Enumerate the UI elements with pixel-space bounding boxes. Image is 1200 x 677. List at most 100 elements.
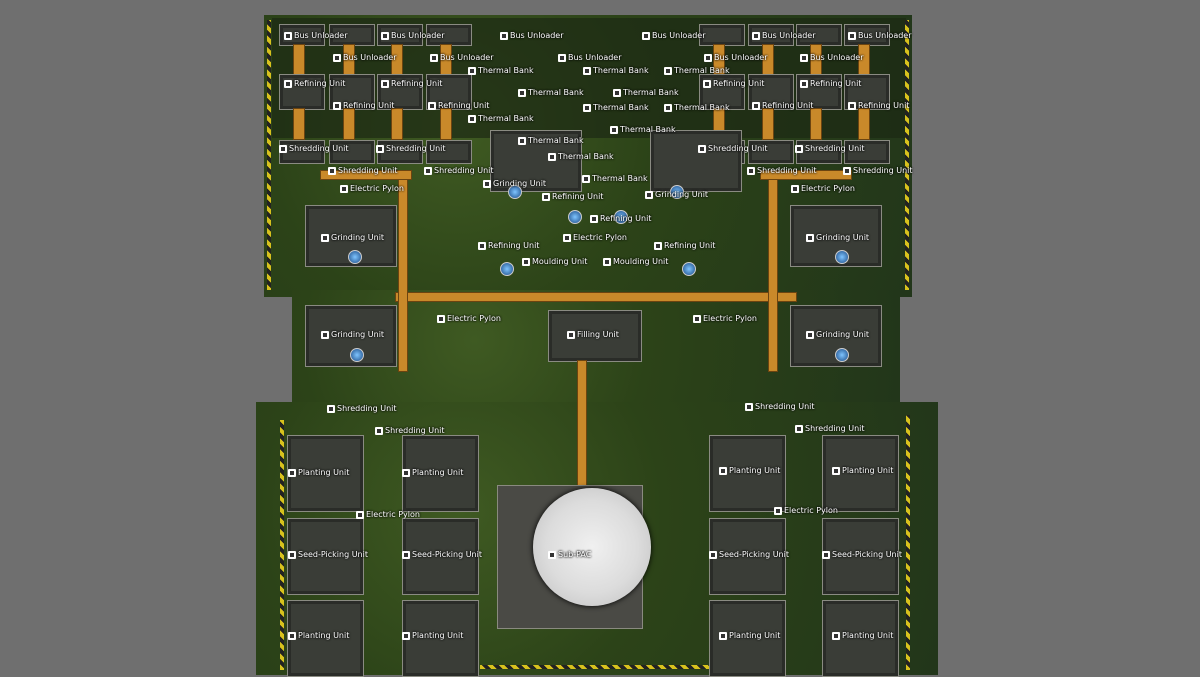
facility-label-filling-unit[interactable]: Filling Unit	[567, 330, 619, 340]
facility-label-electric-pylon[interactable]: Electric Pylon	[774, 506, 838, 516]
facility-label-planting-unit[interactable]: Planting Unit	[402, 468, 463, 478]
facility-label-moulding-unit[interactable]: Moulding Unit	[603, 257, 668, 267]
facility-name: Bus Unloader	[391, 31, 445, 40]
electric-pylon-icon	[437, 315, 445, 323]
facility-label-bus-unloader[interactable]: Bus Unloader	[430, 53, 494, 63]
facility-label-shredding-unit[interactable]: Shredding Unit	[375, 426, 445, 436]
facility-label-shredding-unit[interactable]: Shredding Unit	[698, 144, 768, 154]
sub-pac-core[interactable]	[533, 488, 651, 606]
facility-label-planting-unit[interactable]: Planting Unit	[832, 631, 893, 641]
facility-label-seed-picking-unit[interactable]: Seed-Picking Unit	[402, 550, 482, 560]
shredding-unit-icon	[327, 405, 335, 413]
facility-label-thermal-bank[interactable]: Thermal Bank	[518, 88, 584, 98]
facility-label-moulding-unit[interactable]: Moulding Unit	[522, 257, 587, 267]
facility-label-planting-unit[interactable]: Planting Unit	[288, 631, 349, 641]
facility-name: Planting Unit	[412, 631, 464, 640]
facility-label-refining-unit[interactable]: Refining Unit	[333, 101, 394, 111]
facility-name: Refining Unit	[438, 101, 490, 110]
facility-label-bus-unloader[interactable]: Bus Unloader	[333, 53, 397, 63]
facility-label-bus-unloader[interactable]: Bus Unloader	[500, 31, 564, 41]
facility-label-refining-unit[interactable]: Refining Unit	[848, 101, 909, 111]
facility-label-bus-unloader[interactable]: Bus Unloader	[381, 31, 445, 41]
facility-label-seed-picking-unit[interactable]: Seed-Picking Unit	[822, 550, 902, 560]
facility-label-shredding-unit[interactable]: Shredding Unit	[327, 404, 397, 414]
facility-label-shredding-unit[interactable]: Shredding Unit	[328, 166, 398, 176]
facility-label-refining-unit[interactable]: Refining Unit	[752, 101, 813, 111]
facility-label-shredding-unit[interactable]: Shredding Unit	[279, 144, 349, 154]
facility-label-thermal-bank[interactable]: Thermal Bank	[613, 88, 679, 98]
facility-label-thermal-bank[interactable]: Thermal Bank	[610, 125, 676, 135]
facility-label-planting-unit[interactable]: Planting Unit	[832, 466, 893, 476]
facility-label-planting-unit[interactable]: Planting Unit	[288, 468, 349, 478]
facility-label-planting-unit[interactable]: Planting Unit	[402, 631, 463, 641]
facility-label-bus-unloader[interactable]: Bus Unloader	[848, 31, 912, 41]
facility-label-refining-unit[interactable]: Refining Unit	[542, 192, 603, 202]
facility-label-thermal-bank[interactable]: Thermal Bank	[664, 66, 730, 76]
seed-picking-unit-icon	[709, 551, 717, 559]
facility-label-bus-unloader[interactable]: Bus Unloader	[704, 53, 768, 63]
facility-label-planting-unit[interactable]: Planting Unit	[719, 466, 780, 476]
facility-label-grinding-unit[interactable]: Grinding Unit	[806, 233, 869, 243]
facility-label-grinding-unit[interactable]: Grinding Unit	[806, 330, 869, 340]
facility-label-thermal-bank[interactable]: Thermal Bank	[468, 66, 534, 76]
facility-label-refining-unit[interactable]: Refining Unit	[478, 241, 539, 251]
facility-label-refining-unit[interactable]: Refining Unit	[590, 214, 651, 224]
facility-label-shredding-unit[interactable]: Shredding Unit	[795, 424, 865, 434]
thermal-bank-icon	[664, 104, 672, 112]
facility-name: Refining Unit	[858, 101, 910, 110]
facility-label-bus-unloader[interactable]: Bus Unloader	[284, 31, 348, 41]
facility-label-refining-unit[interactable]: Refining Unit	[428, 101, 489, 111]
hazard-stripe-bottom-left	[280, 420, 284, 670]
facility-label-electric-pylon[interactable]: Electric Pylon	[791, 184, 855, 194]
facility-label-thermal-bank[interactable]: Thermal Bank	[518, 136, 584, 146]
facility-label-grinding-unit[interactable]: Grinding Unit	[321, 233, 384, 243]
facility-label-seed-picking-unit[interactable]: Seed-Picking Unit	[288, 550, 368, 560]
grinding-unit-icon	[806, 331, 814, 339]
facility-label-refining-unit[interactable]: Refining Unit	[800, 79, 861, 89]
facility-label-shredding-unit[interactable]: Shredding Unit	[795, 144, 865, 154]
facility-label-bus-unloader[interactable]: Bus Unloader	[558, 53, 622, 63]
facility-name: Refining Unit	[810, 79, 862, 88]
facility-label-thermal-bank[interactable]: Thermal Bank	[548, 152, 614, 162]
facility-label-thermal-bank[interactable]: Thermal Bank	[583, 66, 649, 76]
facility-label-electric-pylon[interactable]: Electric Pylon	[356, 510, 420, 520]
facility-label-electric-pylon[interactable]: Electric Pylon	[693, 314, 757, 324]
facility-name: Bus Unloader	[343, 53, 397, 62]
grinding-unit-icon	[321, 331, 329, 339]
facility-label-refining-unit[interactable]: Refining Unit	[381, 79, 442, 89]
facility-label-thermal-bank[interactable]: Thermal Bank	[582, 174, 648, 184]
facility-name: Bus Unloader	[810, 53, 864, 62]
facility-label-thermal-bank[interactable]: Thermal Bank	[664, 103, 730, 113]
facility-label-planting-unit[interactable]: Planting Unit	[719, 631, 780, 641]
facility-label-refining-unit[interactable]: Refining Unit	[284, 79, 345, 89]
facility-label-bus-unloader[interactable]: Bus Unloader	[642, 31, 706, 41]
conveyor-belt	[810, 108, 822, 140]
farm-block	[709, 518, 786, 595]
facility-label-refining-unit[interactable]: Refining Unit	[703, 79, 764, 89]
facility-label-shredding-unit[interactable]: Shredding Unit	[424, 166, 494, 176]
facility-name: Refining Unit	[664, 241, 716, 250]
grinding-block	[650, 130, 742, 192]
facility-label-bus-unloader[interactable]: Bus Unloader	[800, 53, 864, 63]
facility-name: Planting Unit	[729, 631, 781, 640]
facility-label-grinding-unit[interactable]: Grinding Unit	[483, 179, 546, 189]
facility-label-grinding-unit[interactable]: Grinding Unit	[645, 190, 708, 200]
facility-label-sub-pac[interactable]: Sub-PAC	[548, 550, 591, 560]
facility-label-shredding-unit[interactable]: Shredding Unit	[376, 144, 446, 154]
facility-name: Bus Unloader	[714, 53, 768, 62]
facility-label-thermal-bank[interactable]: Thermal Bank	[583, 103, 649, 113]
facility-label-shredding-unit[interactable]: Shredding Unit	[843, 166, 913, 176]
facility-label-bus-unloader[interactable]: Bus Unloader	[752, 31, 816, 41]
facility-label-refining-unit[interactable]: Refining Unit	[654, 241, 715, 251]
refining-unit-icon	[590, 215, 598, 223]
facility-label-grinding-unit[interactable]: Grinding Unit	[321, 330, 384, 340]
facility-label-shredding-unit[interactable]: Shredding Unit	[745, 402, 815, 412]
facility-name: Shredding Unit	[757, 166, 817, 175]
thermal-bank-icon	[548, 153, 556, 161]
facility-label-electric-pylon[interactable]: Electric Pylon	[437, 314, 501, 324]
facility-label-electric-pylon[interactable]: Electric Pylon	[340, 184, 404, 194]
facility-label-seed-picking-unit[interactable]: Seed-Picking Unit	[709, 550, 789, 560]
facility-label-shredding-unit[interactable]: Shredding Unit	[747, 166, 817, 176]
facility-label-electric-pylon[interactable]: Electric Pylon	[563, 233, 627, 243]
facility-label-thermal-bank[interactable]: Thermal Bank	[468, 114, 534, 124]
